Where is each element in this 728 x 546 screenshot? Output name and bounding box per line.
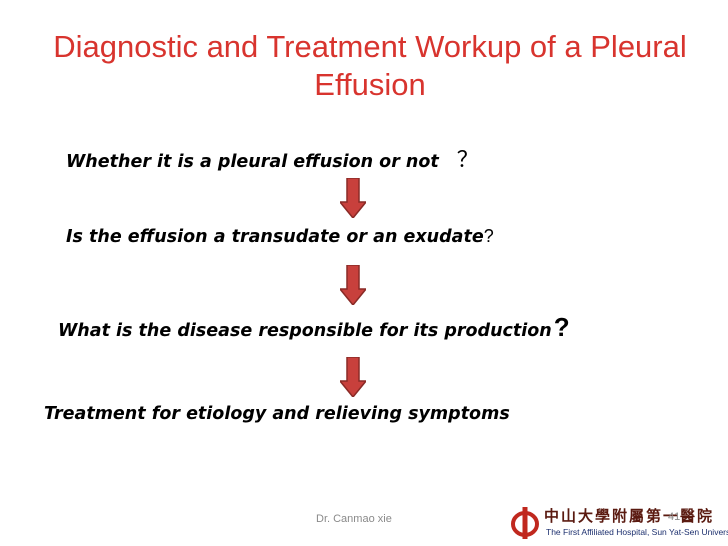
step-3-mark: ? [553, 312, 570, 342]
step-2-mark: ? [483, 226, 494, 246]
step-3-question: What is the disease responsible for its … [58, 312, 570, 343]
hospital-logo: 中山大學附屬第一醫院 The First Affiliated Hospital… [510, 505, 728, 543]
logo-english-name: The First Affiliated Hospital, Sun Yat-S… [546, 527, 728, 537]
step-1-question: Whether it is a pleural effusion or not ？ [66, 142, 479, 174]
step-1-mark: ？ [456, 147, 479, 172]
step-2-text: Is the effusion a transudate or an exuda… [66, 227, 484, 247]
slide-title: Diagnostic and Treatment Workup of a Ple… [53, 29, 687, 102]
step-4-treatment: Treatment for etiology and relieving sym… [44, 404, 510, 424]
down-arrow-icon [340, 178, 366, 218]
page-number: 41 [668, 511, 681, 523]
down-arrow-icon [340, 265, 366, 305]
step-4-text: Treatment for etiology and relieving sym… [44, 404, 510, 424]
down-arrow-icon [340, 357, 366, 397]
hospital-logo-icon [511, 507, 539, 539]
step-1-text: Whether it is a pleural effusion or not [66, 152, 439, 172]
step-2-question: Is the effusion a transudate or an exuda… [66, 226, 494, 247]
step-3-text: What is the disease responsible for its … [58, 321, 552, 341]
logo-chinese-name: 中山大學附屬第一醫院 [544, 507, 715, 525]
footer-author: Dr. Canmao xie [316, 513, 392, 525]
